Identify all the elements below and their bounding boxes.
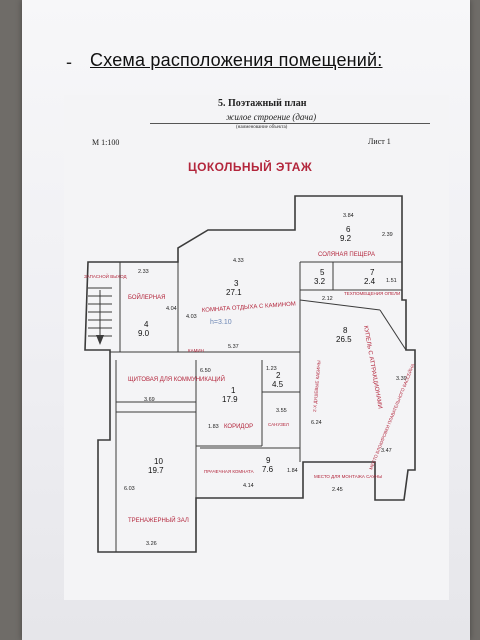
dimension: 3.55: [276, 408, 287, 414]
dimension: 2.39: [382, 232, 393, 238]
room-5-area: 3.2: [314, 277, 326, 286]
room-6-number: 6: [346, 225, 351, 234]
exit-label: ЗАПАСНОЙ ВЫХОД: [84, 272, 127, 279]
room-8-number: 8: [343, 326, 348, 335]
plan-title: 5. Поэтажный план: [218, 98, 307, 109]
room-5-number: 5: [320, 268, 325, 277]
room-3-number: 3: [234, 279, 239, 288]
outer-wall: [84, 195, 416, 553]
dimension: 4.33: [233, 258, 244, 264]
dimension: 3.39: [396, 376, 407, 382]
page-heading: Схема расположения помещений:: [90, 50, 383, 70]
room-3-label: КОМНАТА ОТДЫХА С КАМИНОМ: [202, 301, 296, 314]
room-8-area: 26.5: [336, 335, 352, 344]
dimension: 1.51: [386, 278, 397, 284]
ceiling-height: h=3.10: [210, 319, 232, 326]
fireplace-label: КАМИН: [188, 348, 204, 353]
dimension: 1.84: [287, 468, 298, 474]
plan-scale: М 1:100: [92, 138, 120, 147]
room-4-area: 9.0: [138, 329, 150, 338]
dimension: 3.69: [144, 397, 155, 403]
dimension: 3.26: [146, 541, 157, 547]
dimension: 4.04: [166, 306, 177, 312]
dimension: 4.03: [186, 314, 197, 320]
room-10-number: 10: [154, 457, 163, 466]
dimension: 4.14: [243, 483, 254, 489]
room-2-number: 2: [276, 371, 281, 380]
room-9-area: 7.6: [262, 465, 274, 474]
floor-plan-photo: [64, 95, 449, 600]
dimension: 3.47: [381, 448, 392, 454]
object-note: (наименование объекта): [236, 125, 288, 130]
room-2-label: САНУЗЕЛ: [268, 422, 289, 427]
room-7-number: 7: [370, 268, 375, 277]
shield-label: ЩИТОВАЯ ДЛЯ КОММУНИКАЦИЙ: [128, 375, 225, 383]
dimension: 5.37: [228, 344, 239, 350]
room-4-number: 4: [144, 320, 149, 329]
dimension: 6.50: [200, 368, 211, 374]
room-1-label: КОРИДОР: [224, 424, 253, 430]
room-9-label: ПРАЧЕЧНАЯ КОМНАТА: [204, 469, 254, 474]
dimension: 1.83: [208, 424, 219, 430]
dimension: 3.84: [343, 213, 354, 219]
room-1-area: 17.9: [222, 395, 238, 404]
dimension: 6.03: [124, 486, 135, 492]
sauna-place-label: МЕСТО ДЛЯ МОНТАЖА САУНЫ: [314, 474, 382, 479]
emergency-stairs: [88, 287, 112, 340]
room-2-area: 4.5: [272, 380, 284, 389]
dimension: 2.33: [138, 269, 149, 275]
sheet-number: Лист 1: [368, 137, 391, 146]
inner-walls: [110, 261, 407, 552]
room-10-label: ТРЕНАЖЕРНЫЙ ЗАЛ: [128, 516, 189, 524]
stairs-arrow-icon: [96, 335, 104, 345]
object-underline: [150, 123, 430, 124]
dimension: 1.23: [266, 366, 277, 372]
room-1-number: 1: [231, 386, 236, 395]
dimension: 6.24: [311, 420, 322, 426]
room-5-label: ТЕХПОМЕЩЕНИЯ ОПЕЛИ: [344, 291, 400, 296]
room-10-area: 19.7: [148, 466, 164, 475]
room-6-area: 9.2: [340, 234, 352, 243]
room-7-area: 2.4: [364, 277, 376, 286]
shower-label: 2-Х ДУШЕВЫЕ КАБИНЫ: [312, 360, 321, 412]
floor-title: ЦОКОЛЬНЫЙ ЭТАЖ: [188, 160, 313, 174]
dimension: 2.45: [332, 487, 343, 493]
heading-dash: -: [66, 52, 72, 72]
plan-object: жилое строение (дача): [226, 112, 317, 122]
room-8-label: КУПЕЛЬ С АТТРАКЦИОНАМИ: [362, 325, 383, 409]
room-6-label: СОЛЯНАЯ ПЕЩЕРА: [318, 252, 375, 258]
dimension: 2.12: [322, 296, 333, 302]
room-4-label: БОЙЛЕРНАЯ: [128, 293, 165, 301]
room-9-number: 9: [266, 456, 271, 465]
room-3-area: 27.1: [226, 288, 242, 297]
